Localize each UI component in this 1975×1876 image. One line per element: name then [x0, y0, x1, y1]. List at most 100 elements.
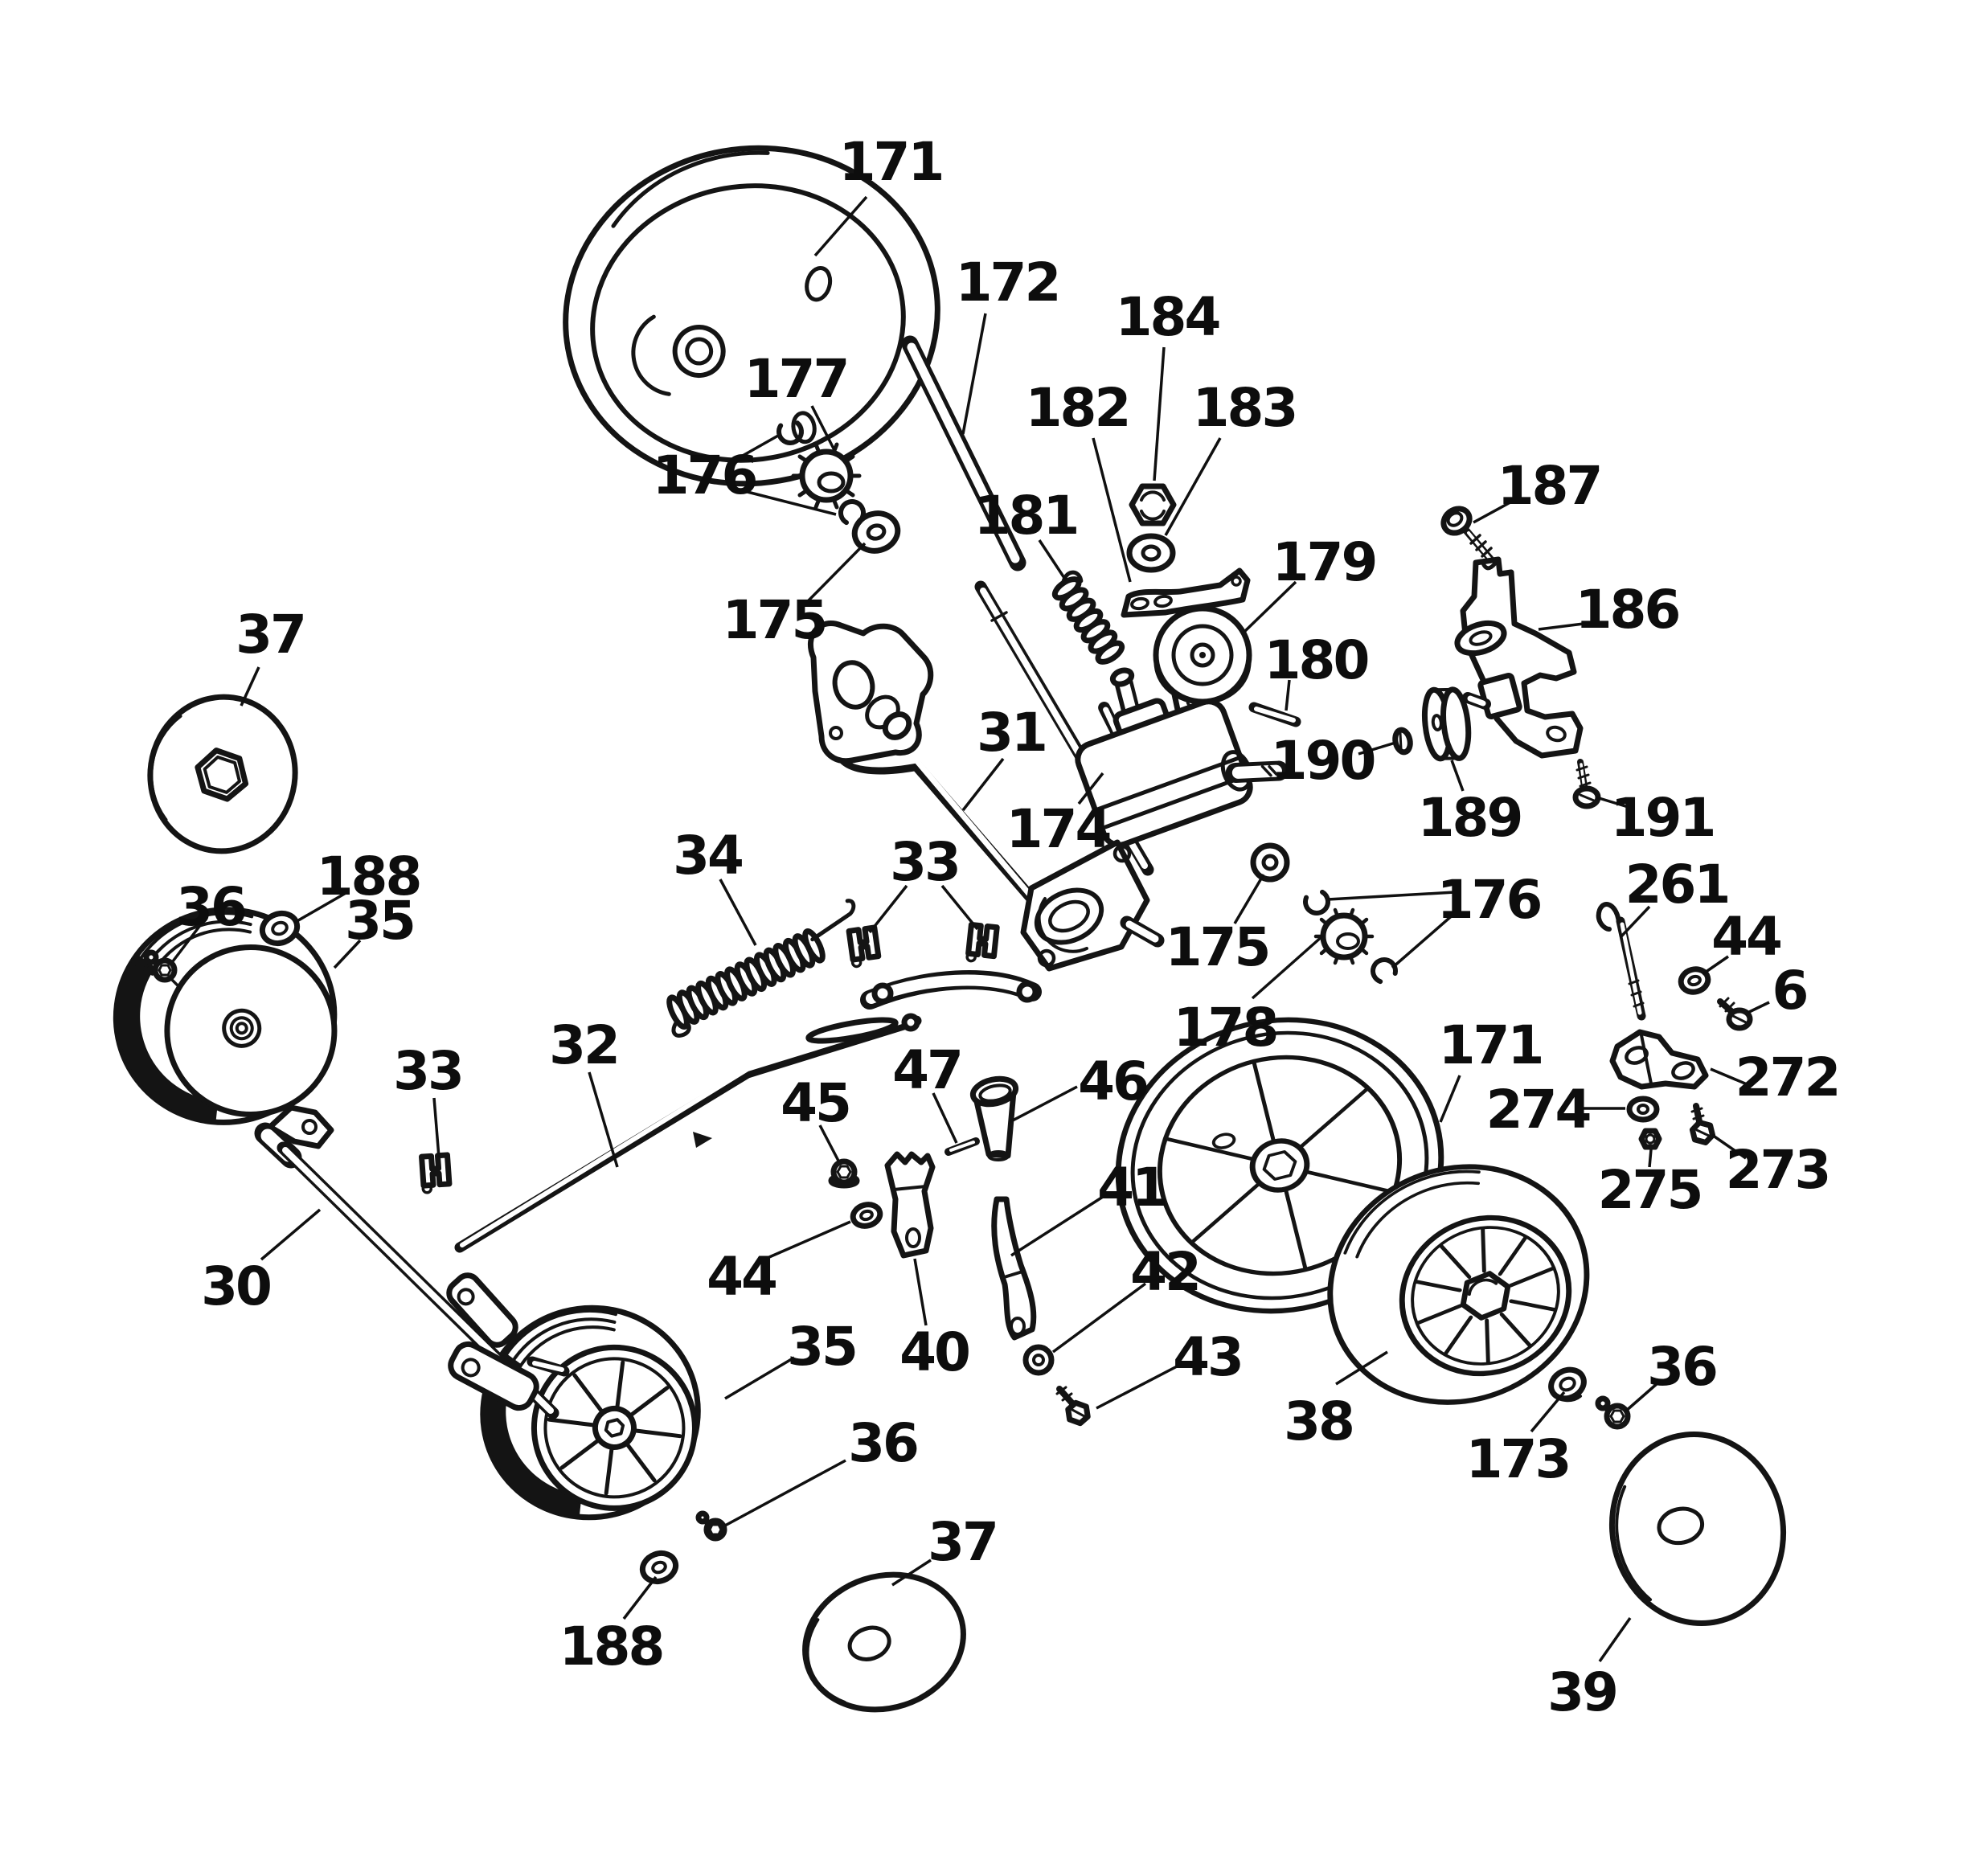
screw-273 — [1689, 1103, 1716, 1145]
part-number-label: 177 — [744, 348, 848, 410]
pivot-clip-33-a — [846, 924, 882, 969]
roll-pin-180 — [1248, 702, 1301, 727]
screw-6 — [1717, 997, 1753, 1031]
part-number-label: 33 — [890, 831, 959, 893]
part-number-label: 188 — [559, 1616, 663, 1677]
leader-line — [1327, 891, 1456, 901]
callout-274: 274 — [1486, 1079, 1625, 1141]
callout-175: 175 — [723, 542, 867, 651]
leader-line — [1624, 1382, 1659, 1413]
part-number-label: 190 — [1271, 730, 1375, 792]
part-number-label: 189 — [1418, 787, 1522, 849]
callout-31: 31 — [961, 702, 1048, 812]
part-number-label: 45 — [781, 1072, 850, 1134]
leader-line — [1077, 772, 1104, 805]
callout-176: 176 — [1327, 869, 1543, 969]
part-number-label: 178 — [1174, 997, 1277, 1059]
part-number-label: 173 — [1466, 1428, 1570, 1490]
callout-177: 177 — [744, 348, 850, 451]
leader-line — [1051, 1282, 1147, 1354]
callout-40: 40 — [899, 1258, 971, 1383]
leader-line — [1358, 741, 1396, 756]
flange-nut-45 — [828, 1158, 860, 1189]
leader-line — [432, 1097, 440, 1158]
callout-43: 43 — [1096, 1326, 1244, 1410]
part-number-label: 188 — [317, 846, 420, 907]
part-number-label: 44 — [707, 1246, 776, 1308]
washer-44-left — [850, 1202, 883, 1229]
leader-line — [1251, 934, 1325, 1000]
leader-line — [1038, 539, 1067, 581]
washer-183 — [1126, 533, 1176, 573]
part-number-label: 36 — [848, 1412, 917, 1474]
leader-line — [293, 891, 348, 924]
screw-191 — [1572, 759, 1601, 809]
callout-46: 46 — [1009, 1051, 1149, 1124]
callout-176: 176 — [653, 434, 837, 516]
callout-44: 44 — [1702, 906, 1783, 976]
callout-41: 41 — [1010, 1157, 1169, 1257]
part-number-label: 31 — [977, 702, 1046, 764]
part-number-label: 30 — [201, 1255, 270, 1317]
leader-line — [719, 879, 757, 946]
retaining-clip-176-a — [776, 418, 804, 445]
callout-184: 184 — [1116, 286, 1221, 481]
leader-line — [1009, 1085, 1078, 1124]
washer-42 — [1022, 1344, 1055, 1376]
callout-47: 47 — [892, 1039, 964, 1144]
brake-pulley-179 — [1153, 605, 1252, 705]
dust-cover-disc-top — [563, 145, 940, 487]
axle-arm-30 — [254, 1104, 570, 1419]
callout-180: 180 — [1264, 629, 1370, 711]
part-number-label: 32 — [549, 1014, 618, 1076]
part-number-label: 35 — [787, 1316, 856, 1378]
leader-line — [622, 1575, 658, 1620]
part-number-label: 41 — [1097, 1157, 1166, 1219]
callout-186: 186 — [1538, 579, 1681, 641]
leader-line — [810, 405, 836, 451]
callout-191: 191 — [1596, 787, 1716, 849]
callout-182: 182 — [1026, 377, 1132, 583]
flange-nut-188-lower — [639, 1550, 679, 1585]
part-number-label: 275 — [1598, 1159, 1702, 1221]
leader-line — [1596, 796, 1634, 810]
part-number-label: 46 — [1078, 1051, 1147, 1112]
worm-spring-181 — [1051, 570, 1125, 665]
brake-plate-179 — [1121, 567, 1251, 618]
callout-187: 187 — [1473, 455, 1603, 524]
callout-174: 174 — [1006, 772, 1112, 860]
hook-rod-261 — [1596, 902, 1646, 1021]
part-number-label: 186 — [1575, 579, 1679, 641]
callout-272: 272 — [1710, 1047, 1841, 1108]
lock-nut-184 — [1129, 483, 1177, 526]
flat-washer-175-top — [851, 510, 901, 554]
part-number-label: 36 — [176, 876, 245, 938]
leader-line — [913, 1258, 928, 1326]
part-number-label: 36 — [1647, 1336, 1716, 1398]
engine-mount-bracket — [807, 621, 934, 764]
leader-line — [818, 1124, 841, 1163]
part-number-label: 176 — [653, 444, 756, 506]
wheel-cover-37-top — [147, 694, 298, 854]
drag-link-32 — [454, 970, 1042, 1253]
leader-line — [961, 313, 987, 435]
knurled-knob-177 — [791, 442, 862, 510]
shoulder-bolt-36-right — [1595, 1395, 1631, 1430]
wheel-cover-37-bottom — [802, 1571, 966, 1713]
part-number-label: 175 — [723, 589, 826, 651]
tension-spring-34 — [666, 899, 856, 1038]
callout-36: 36 — [724, 1412, 920, 1527]
pin-47 — [944, 1137, 980, 1156]
callout-190: 190 — [1271, 730, 1396, 792]
leader-line — [1391, 911, 1457, 969]
leader-line — [724, 1356, 795, 1400]
leader-line — [724, 1459, 846, 1527]
part-number-label: 33 — [393, 1040, 462, 1102]
leader-line — [588, 1071, 619, 1168]
callout-189: 189 — [1418, 760, 1523, 849]
clamp-bracket-272 — [1609, 1029, 1709, 1090]
callout-39: 39 — [1547, 1616, 1632, 1723]
plug-46 — [969, 1075, 1019, 1161]
axle-shaft-172 — [901, 335, 1026, 571]
part-number-label: 182 — [1026, 377, 1129, 439]
